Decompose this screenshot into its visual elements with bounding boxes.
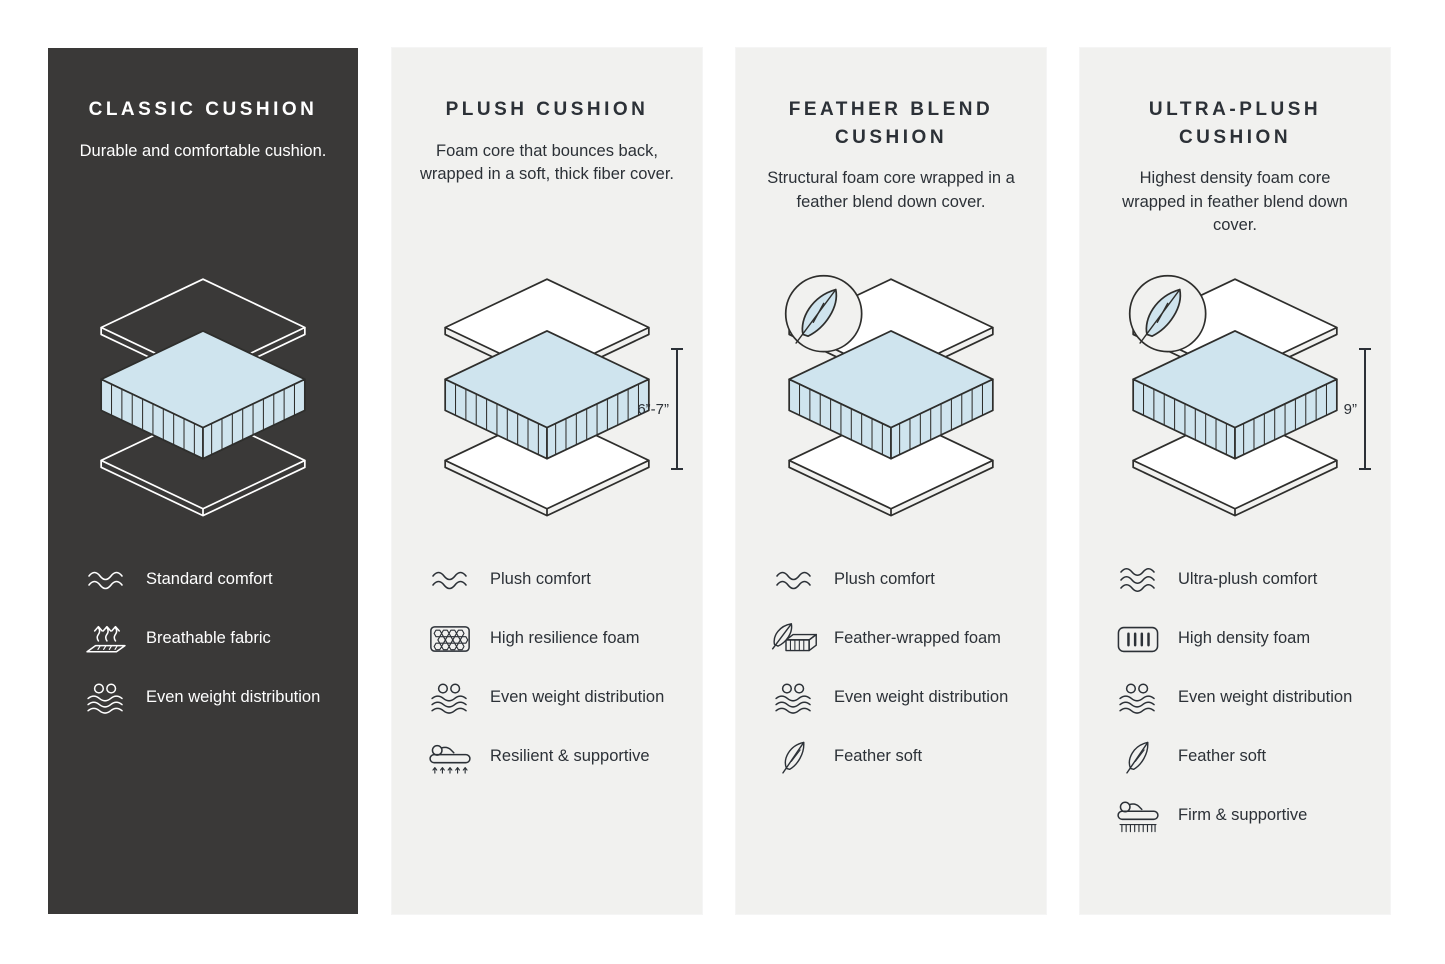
cushion-comparison-infographic: CLASSIC CUSHION Durable and comfortable … [48,48,1390,914]
even-weight-icon [424,682,476,714]
foam-core-layer [444,330,650,460]
cushion-illustration [762,238,1020,536]
feature-item: Resilient & supportive [424,735,676,779]
panel-feather-blend-cushion: FEATHER BLEND CUSHION Structural foam co… [736,48,1046,914]
feature-item: High resilience foam [424,617,676,661]
foam-core-layer [788,330,994,460]
even-weight-icon [1112,682,1164,714]
panel-header: FEATHER BLEND CUSHION Structural foam co… [762,48,1020,238]
feature-list: Standard comfort Breathable fabric [74,558,332,720]
cushion-illustration: 6”-7” [418,238,683,536]
feature-item: Even weight distribution [1112,676,1364,720]
foam-core-layer [1132,330,1338,460]
feature-item: Plush comfort [768,558,1020,602]
feature-label: Breathable fabric [146,629,271,648]
panel-classic-cushion: CLASSIC CUSHION Durable and comfortable … [48,48,358,914]
feather-badge [784,274,863,353]
feature-label: Plush comfort [490,570,591,589]
panel-description: Highest density foam core wrapped in fea… [1122,169,1348,234]
feature-list: Plush comfort High resilience foam [418,558,676,779]
panel-description: Foam core that bounces back, wrapped in … [419,141,675,183]
bottom-cover-layer [444,411,650,517]
bottom-cover-layer [788,411,994,517]
wave-icon [80,565,132,595]
cushion-illustration [74,238,332,536]
cushion-layers-graphic [100,278,306,517]
feather-icon [1112,739,1164,775]
dimension-line [1359,348,1371,470]
feature-label: Even weight distribution [490,688,665,707]
panel-plush-cushion: PLUSH CUSHION Foam core that bounces bac… [392,48,702,914]
feature-item: Even weight distribution [80,676,332,720]
wave-icon [1112,565,1164,595]
feature-label: Even weight distribution [146,688,321,707]
feature-label: Ultra-plush comfort [1178,570,1318,589]
cushion-layers-graphic [1128,274,1338,517]
feature-item: Ultra-plush comfort [1112,558,1364,602]
feature-item: Breathable fabric [80,617,332,661]
feature-label: Feather soft [1178,747,1267,766]
feather-badge [1128,274,1207,353]
feature-item: Firm & supportive [1112,794,1364,838]
panel-header: CLASSIC CUSHION Durable and comfortable … [74,48,332,238]
even-weight-icon [80,682,132,714]
feature-label: Feather soft [834,747,923,766]
feature-label: High resilience foam [490,629,640,648]
panel-header: PLUSH CUSHION Foam core that bounces bac… [418,48,676,238]
panel-ultra-plush-cushion: ULTRA-PLUSH CUSHION Highest density foam… [1080,48,1390,914]
feature-item: Feather soft [768,735,1020,779]
feature-label: Standard comfort [146,570,273,589]
height-dimension: 6”-7” [637,348,683,470]
cushion-layers-graphic [444,278,650,517]
feature-item: High density foam [1112,617,1364,661]
wave-icon [424,565,476,595]
feature-list: Plush comfort Feather-wrapped foam [762,558,1020,779]
feature-item: Even weight distribution [424,676,676,720]
even-weight-icon [768,682,820,714]
resilient-icon [424,739,476,775]
feather-wrapped-foam-icon [768,622,820,656]
feature-item: Feather-wrapped foam [768,617,1020,661]
panel-header: ULTRA-PLUSH CUSHION Highest density foam… [1106,48,1364,238]
cushion-layers-graphic [784,274,994,517]
feature-label: Feather-wrapped foam [834,629,1001,648]
feature-item: Feather soft [1112,735,1364,779]
feature-list: Ultra-plush comfort High density foam [1106,558,1364,838]
panel-description: Structural foam core wrapped in a feathe… [767,169,1015,211]
panel-title: ULTRA-PLUSH CUSHION [1148,99,1322,148]
panel-title: CLASSIC CUSHION [88,99,318,120]
dimension-label: 6”-7” [637,400,669,418]
breathable-icon [80,621,132,657]
bottom-cover-layer [1132,411,1338,517]
feather-icon [768,739,820,775]
dimension-label: 9” [1343,400,1357,418]
height-dimension: 9” [1343,348,1371,470]
feature-item: Even weight distribution [768,676,1020,720]
feature-label: Even weight distribution [834,688,1009,707]
bottom-cover-layer [100,411,306,517]
feature-label: High density foam [1178,629,1311,648]
feature-label: Even weight distribution [1178,688,1353,707]
wave-icon [768,565,820,595]
feature-label: Resilient & supportive [490,747,650,766]
panel-description: Durable and comfortable cushion. [79,141,327,160]
foam-core-layer [100,330,306,460]
honeycomb-foam-icon [424,625,476,653]
firm-icon [1112,798,1164,834]
panel-title: PLUSH CUSHION [445,99,649,120]
feature-label: Firm & supportive [1178,806,1308,825]
cushion-illustration: 9” [1106,238,1371,536]
feature-label: Plush comfort [834,570,935,589]
feature-item: Standard comfort [80,558,332,602]
feature-item: Plush comfort [424,558,676,602]
panel-title: FEATHER BLEND CUSHION [788,99,994,148]
dimension-line [671,348,683,470]
high-density-foam-icon [1112,626,1164,653]
